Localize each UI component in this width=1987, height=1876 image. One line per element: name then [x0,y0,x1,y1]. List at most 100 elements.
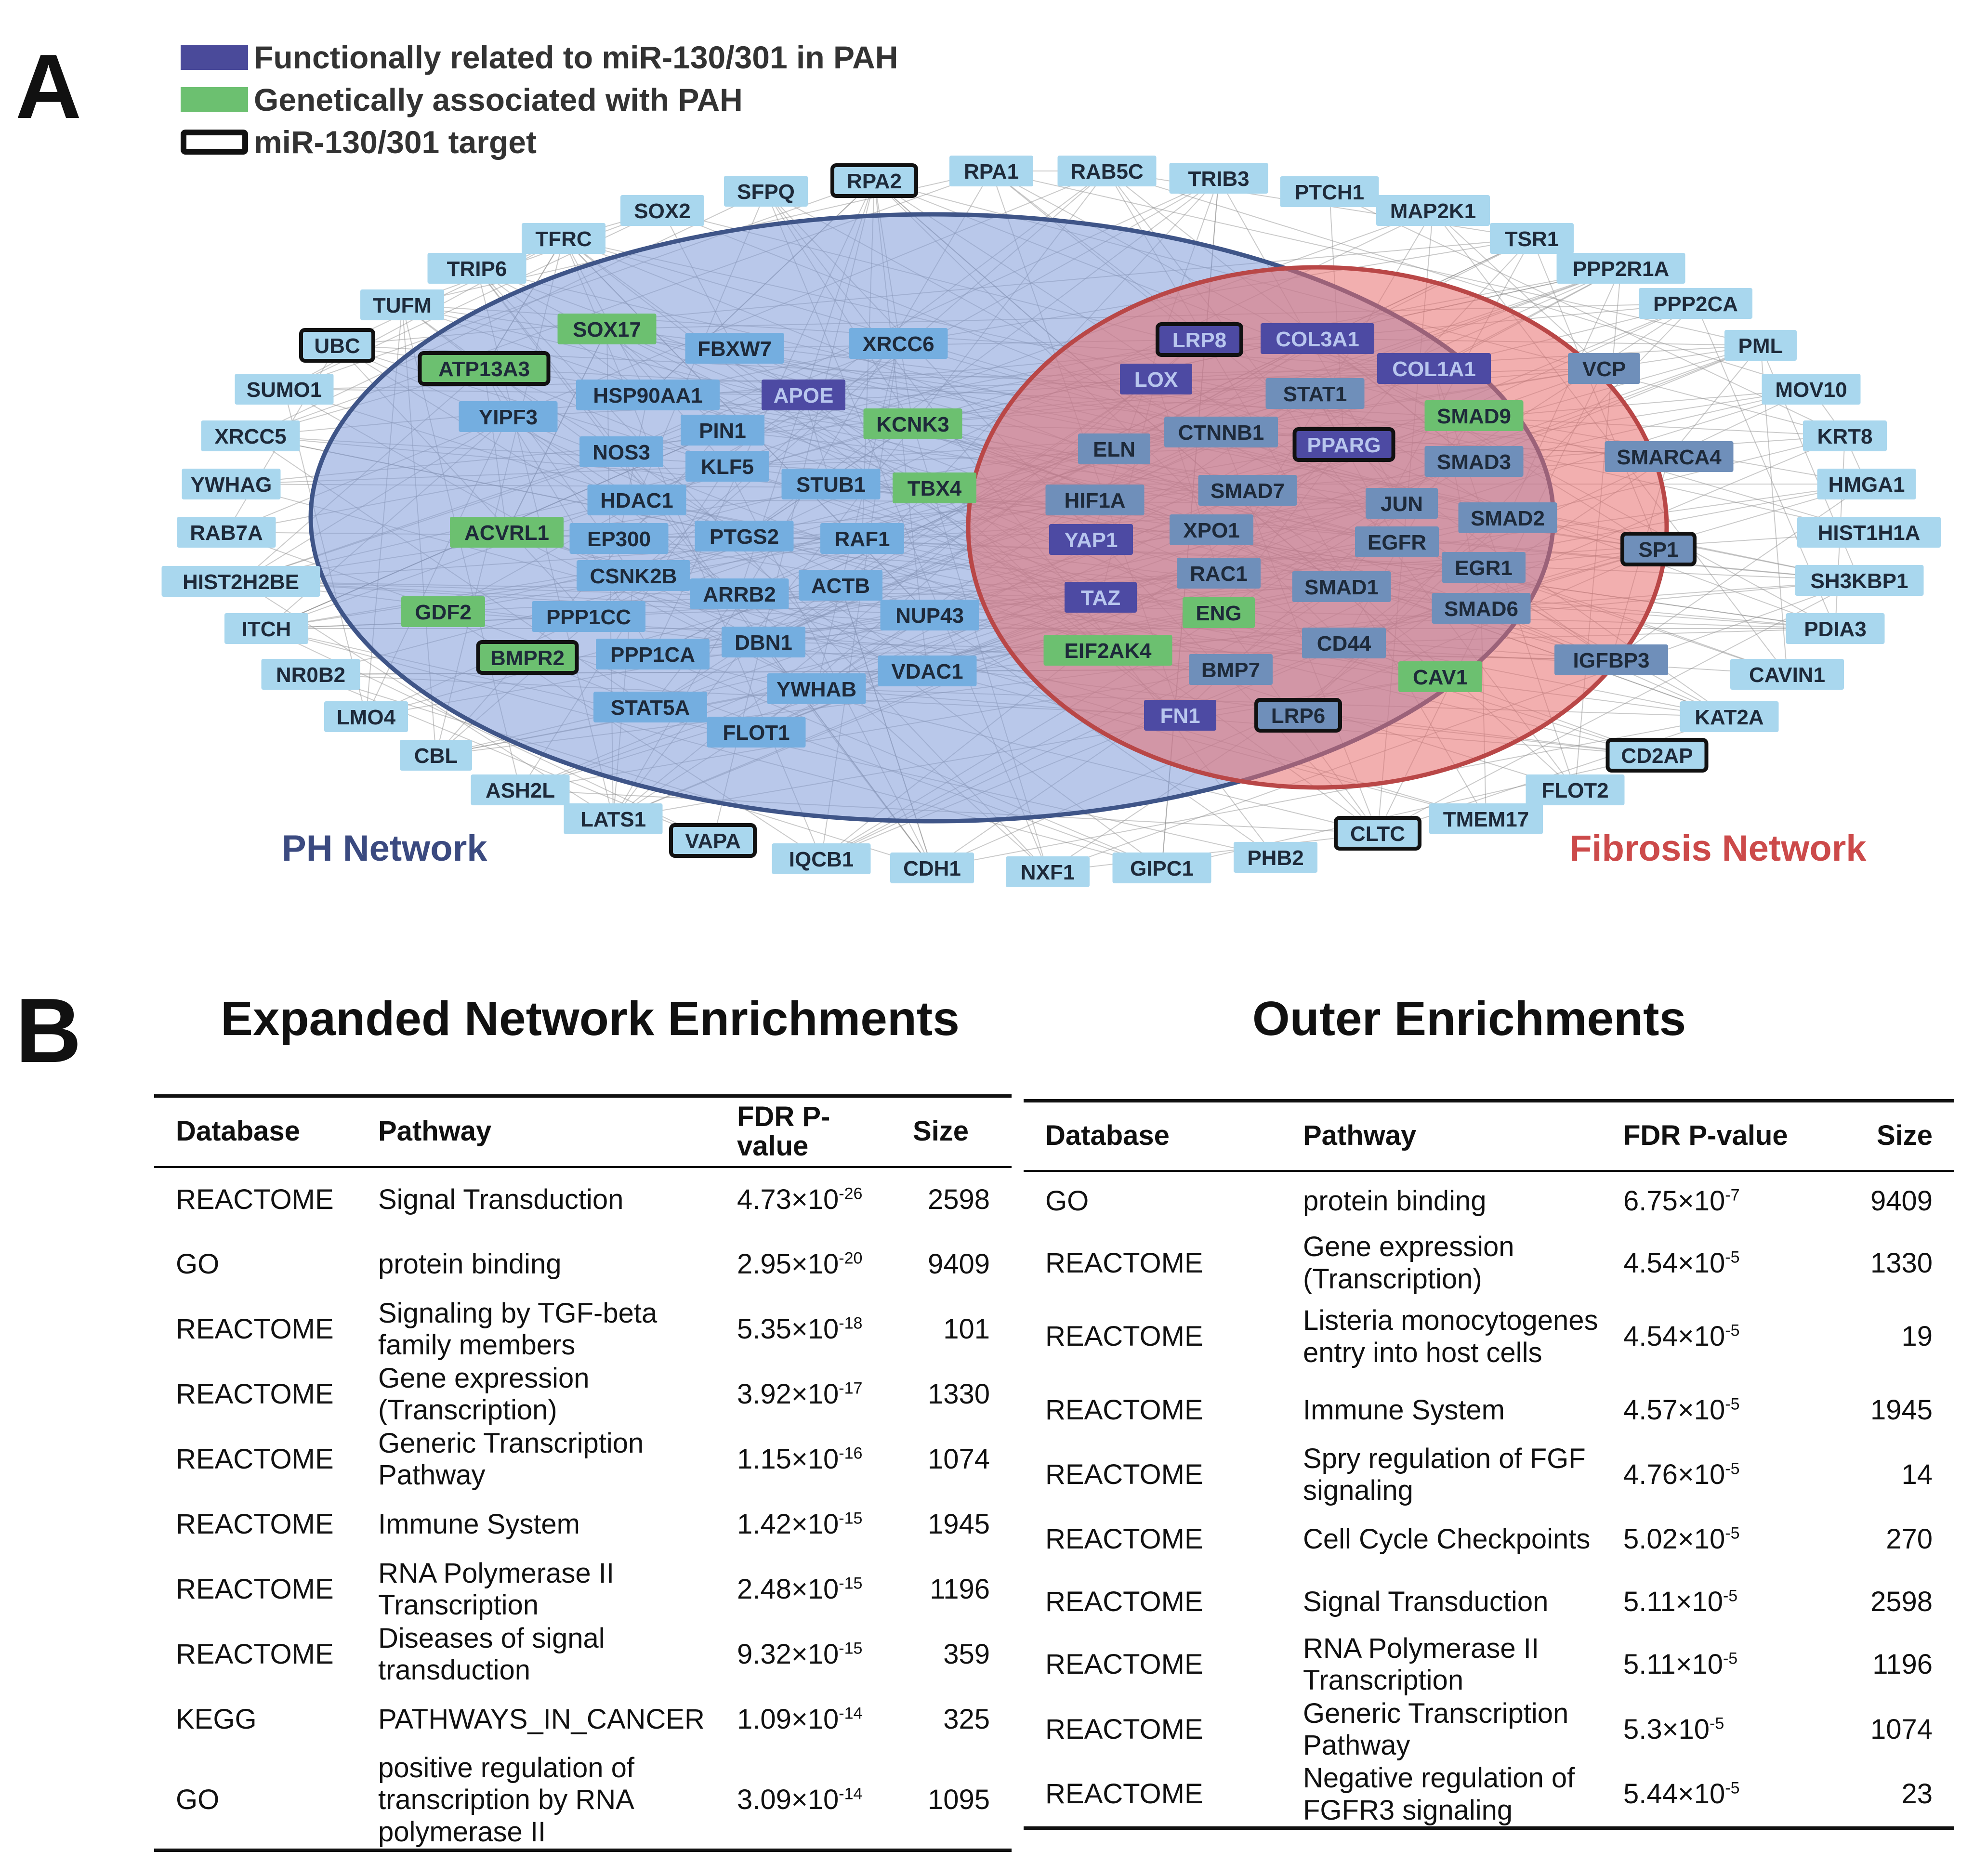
gene-node-box [360,289,444,320]
gene-node-box [681,415,764,446]
gene-node: BMP7 [1189,654,1273,685]
gene-node: PPP1CA [596,639,710,669]
network-edge [1611,484,1867,660]
gene-node-label: HSP90AA1 [593,384,702,407]
cell-pathway: RNA Polymerase II Transcription [1303,1632,1539,1696]
gene-node-box [890,853,974,883]
fdr-mantissa: 1.09 [737,1703,791,1735]
fdr-mantissa: 5.11 [1623,1649,1676,1680]
cell-size: 359 [943,1638,990,1670]
cell-size: 101 [943,1313,990,1345]
gene-node-label: SFPQ [737,180,795,204]
gene-node: HIST2H2BE [161,566,320,597]
gene-node: STUB1 [781,469,881,499]
gene-node: IGFBP3 [1554,644,1668,675]
gene-node-label: STAT1 [1283,382,1347,406]
gene-node: PIN1 [681,415,764,446]
gene-node: HIF1A [1045,485,1145,515]
gene-node-box [596,639,710,669]
fdr-mantissa: 4.57 [1623,1394,1678,1426]
gene-node: CD44 [1302,628,1386,658]
cell-size: 1330 [927,1378,990,1410]
gene-node: NXF1 [1006,856,1090,887]
cell-fdr: 4.57×10-5 [1609,1378,1826,1443]
cell-fdr: 4.73×10-26 [732,1167,901,1232]
cell-size: 1074 [927,1443,990,1475]
gene-node: SMAD3 [1424,446,1524,477]
gene-node-label: ATP13A3 [438,357,530,381]
cell-database: REACTOME [176,1183,334,1215]
gene-node-label: CSNK2B [590,564,677,588]
gene-node: ACTB [799,570,882,601]
gene-node-box [1490,223,1574,254]
gene-node: NR0B2 [261,659,360,690]
gene-node-label: FLOT2 [1541,779,1608,802]
cell-size: 270 [1886,1523,1933,1555]
gene-node-label: IQCB1 [789,848,854,871]
fdr-exponent: -18 [839,1314,863,1333]
cell-database: GO [154,1752,356,1852]
gene-node-box [1795,565,1924,596]
fdr-mantissa: 5.02 [1623,1523,1678,1555]
gene-node: DBN1 [722,627,805,657]
gene-node-box [182,469,281,499]
fdr-exponent: -5 [1725,1459,1740,1478]
gene-node-box [690,578,789,609]
gene-node-box [1189,654,1273,685]
panel-letter-a: A [15,36,82,138]
cell-size: 325 [943,1703,990,1735]
column-header-size: Size [1826,1099,1954,1172]
gene-node: SFPQ [724,176,808,207]
gene-node: SMAD9 [1424,400,1524,431]
gene-node: ITCH [224,613,308,644]
expanded-enrichments-table: Database Pathway FDR P-value Size REACTO… [154,1094,1012,1852]
gene-node-box [400,740,472,771]
fdr-times-ten: ×10 [791,1638,839,1670]
gene-node-label: LATS1 [580,808,646,831]
gene-node-box [1680,701,1779,732]
gene-node-label: ARRB2 [703,583,776,606]
cell-fdr: 4.76×10-5 [1609,1443,1826,1507]
gene-node: EGFR [1355,526,1439,557]
gene-node-label: ASH2L [486,779,555,802]
gene-node-label: FBXW7 [697,337,772,361]
gene-node-box [1554,644,1668,675]
gene-node-label: TUFM [373,294,432,317]
gene-node-box [1006,856,1090,887]
gene-node-box [224,613,308,644]
gene-node-box [949,156,1033,186]
gene-node-box [830,163,918,198]
gene-node: YWHAG [182,469,281,499]
gene-node: VAPA [669,823,757,858]
gene-node-box [1424,446,1524,477]
fdr-times-ten: ×10 [1662,1714,1710,1745]
gene-node-label: SOX2 [634,199,690,223]
outer-enrichments-title: Outer Enrichments [1252,992,1686,1046]
cell-fdr: 6.75×10-7 [1609,1171,1826,1231]
gene-node-box [427,253,526,284]
gene-node-box [450,517,564,548]
fdr-mantissa: 9.32 [737,1638,791,1670]
gene-node-box [587,485,686,515]
gene-node-box [1156,322,1243,357]
gene-node-label: CD44 [1317,632,1371,656]
panel-letter-b: B [15,980,82,1082]
gene-node: TRIB3 [1169,163,1268,194]
gene-node-box [1797,517,1941,548]
column-header-size: Size [901,1094,1012,1168]
gene-node: SMAD7 [1198,475,1297,506]
legend-label: Functionally related to miR-130/301 in P… [254,39,898,75]
network-edge [991,171,1761,346]
gene-node-label: TRIB3 [1188,167,1249,191]
cell-pathway: Generic Transcription Pathway [1303,1697,1569,1761]
gene-node: FLOT1 [707,717,806,748]
gene-node: UBC [299,328,375,363]
gene-node: ELN [1078,433,1150,464]
gene-node-box [620,195,704,226]
